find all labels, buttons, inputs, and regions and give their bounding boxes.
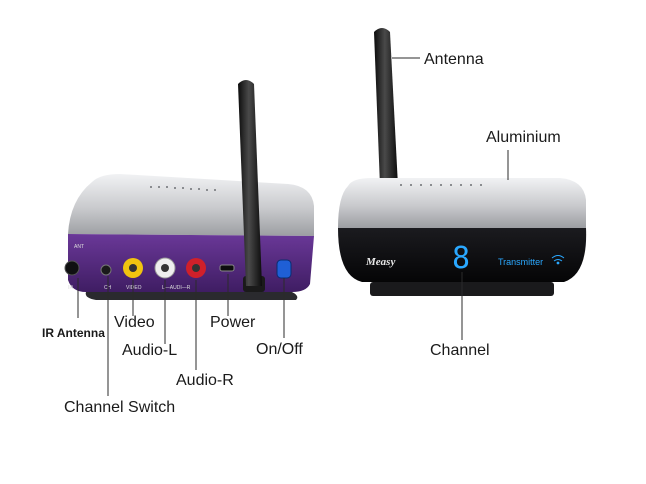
label-antenna: Antenna xyxy=(424,51,484,68)
label-ir-antenna: IR Antenna xyxy=(42,326,105,340)
callout-lines xyxy=(77,57,509,396)
transmitter-front-panel xyxy=(338,228,587,282)
label-channel: Channel xyxy=(430,342,490,359)
port-ir-text: IR xyxy=(68,285,73,291)
transmitter-top-shell xyxy=(338,178,586,228)
brand-logo-text: Measy xyxy=(365,256,395,268)
port-audio-text: L—AUDI—R xyxy=(162,285,191,291)
receiver-antenna xyxy=(238,80,262,286)
channel-switch-button xyxy=(100,264,112,276)
receiver-rear-view: ANT IR CH VIDEO L—AUDI—R xyxy=(64,80,314,300)
port-video-text: VIDEO xyxy=(126,285,142,291)
receiver-base xyxy=(85,292,298,300)
receiver-top-shell xyxy=(68,174,314,236)
receiver-vents xyxy=(150,186,216,191)
label-power: Power xyxy=(210,314,256,331)
port-ant-text: ANT xyxy=(74,244,84,250)
label-audio-r: Audio-R xyxy=(176,372,234,389)
ir-port xyxy=(64,260,80,276)
transmitter-front-view: Measy 8 Transmitter xyxy=(338,28,587,296)
label-channel-switch: Channel Switch xyxy=(64,399,176,416)
label-on-off: On/Off xyxy=(256,341,303,358)
wifi-icon xyxy=(551,255,565,265)
transmitter-vents xyxy=(400,184,482,186)
label-audio-l: Audio-L xyxy=(122,342,178,359)
channel-display-digit: 8 xyxy=(452,241,470,276)
label-aluminium: Aluminium xyxy=(486,129,561,146)
label-video: Video xyxy=(114,314,155,331)
power-port xyxy=(219,264,235,272)
transmitter-antenna xyxy=(374,28,398,186)
transmitter-text: Transmitter xyxy=(498,257,543,267)
on-off-button xyxy=(276,259,292,279)
